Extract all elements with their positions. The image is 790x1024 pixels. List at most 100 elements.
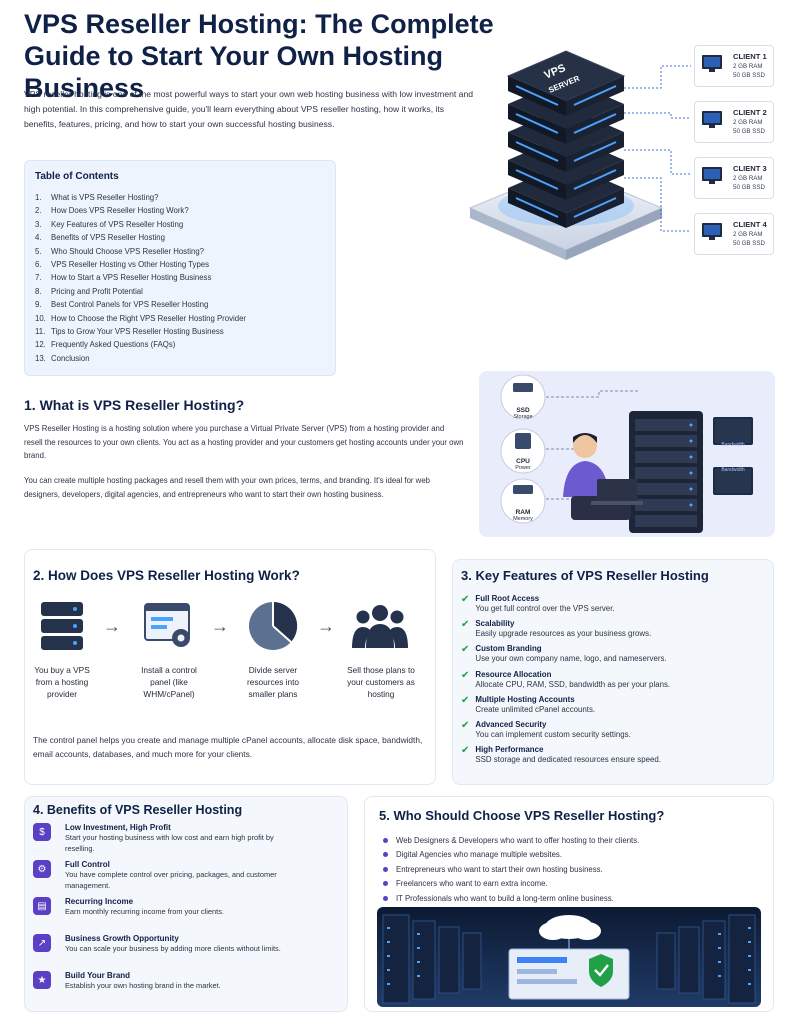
arrow-icon: → xyxy=(103,616,121,636)
ram-badge-sub: Memory xyxy=(513,516,533,522)
toc-item[interactable]: 11. Tips to Grow Your VPS Reseller Hostin… xyxy=(35,325,330,338)
client-ram: 2 GB RAM xyxy=(733,175,763,182)
toc-item-number: 11. xyxy=(35,327,46,337)
feature-title: Custom Branding xyxy=(475,644,542,654)
feature-title: Scalability xyxy=(475,619,515,629)
toc-item[interactable]: 10. How to Choose the Right VPS Reseller … xyxy=(35,312,330,325)
checkmark-icon: ✔ xyxy=(461,719,470,731)
developer-server-illustration xyxy=(500,374,753,533)
toc-item-number: 13. xyxy=(35,353,46,363)
bullet-icon xyxy=(383,881,388,887)
toc-item[interactable]: 4. Benefits of VPS Reseller Hosting xyxy=(35,231,330,244)
benefit-title: Low Investment, High Profit xyxy=(65,823,171,832)
section-4-card: 4. Benefits of VPS Reseller Hosting $Low… xyxy=(24,796,348,1012)
section-3-title: 3. Key Features of VPS Reseller Hosting xyxy=(461,568,709,583)
client-card-3: CLIENT 3 2 GB RAM 50 GB SSD xyxy=(694,157,774,199)
client-ssd: 50 GB SSD xyxy=(733,72,765,79)
toc-item-label: VPS Reseller Hosting vs Other Hosting Ty… xyxy=(51,260,210,270)
benefit-icon: ⚙ xyxy=(33,860,51,878)
toc-item-label: Benefits of VPS Reseller Hosting xyxy=(51,233,165,243)
section-1-paragraph-2: You can create multiple hosting packages… xyxy=(24,476,430,499)
toc-item[interactable]: 7.How to Start a VPS Reseller Hosting Bu… xyxy=(35,271,330,284)
client-name: CLIENT 2 xyxy=(733,108,767,117)
feature-title: Resource Allocation xyxy=(475,669,552,679)
client-ram: 2 GB RAM xyxy=(733,119,763,126)
toc-item[interactable]: 13.Conclusion xyxy=(35,352,330,365)
toc-item-label: What is VPS Reseller Hosting? xyxy=(51,193,159,202)
section-4-title: 4. Benefits of VPS Reseller Hosting xyxy=(33,803,243,817)
monitor-label-1: Bandwidth xyxy=(721,442,745,448)
audience-item: Digital Agencies who manage multiple web… xyxy=(383,848,763,863)
monitor-icon xyxy=(702,167,722,184)
feature-description: Allocate CPU, RAM, SSD, bandwidth as per… xyxy=(475,679,671,689)
feature-description: Easily upgrade resources as your busines… xyxy=(475,629,652,639)
checkmark-icon: ✔ xyxy=(461,694,470,706)
toc-item-number: 12. xyxy=(35,340,46,350)
toc-item[interactable]: 8. Pricing and Profit Potential xyxy=(35,285,330,298)
toc-item[interactable]: 5.Who Should Choose VPS Reseller Hosting… xyxy=(35,245,330,258)
toc-item-number: 10. xyxy=(35,313,46,323)
hero-illustration: VPS SERVER xyxy=(466,38,790,273)
bullet-icon xyxy=(383,895,388,901)
toc-item-label: Key Features of VPS Reseller Hosting xyxy=(51,219,184,229)
toc-item-label: Tips to Grow Your VPS Reseller Hosting B… xyxy=(51,327,224,337)
monitor-icon xyxy=(702,55,722,72)
toc-item-label: Frequently Asked Questions (FAQs) xyxy=(51,340,176,350)
section-5-title: 5. Who Should Choose VPS Reseller Hostin… xyxy=(379,808,665,823)
section-2-card: 2. How Does VPS Reseller Hosting Work? →… xyxy=(24,549,436,785)
server-stack-illustration: VPS SERVER xyxy=(468,50,691,260)
client-card-4: CLIENT 4 2 GB RAM 50 GB SSD xyxy=(694,213,774,255)
toc-item-number: 9. xyxy=(35,300,42,310)
toc-item[interactable]: 6.VPS Reseller Hosting vs Other Hosting … xyxy=(35,258,330,271)
toc-item-number: 4. xyxy=(35,233,42,243)
arrow-icon: → xyxy=(211,616,229,636)
client-card-2: CLIENT 2 2 GB RAM 50 GB SSD xyxy=(694,101,774,143)
feature-description: Use your own company name, logo, and nam… xyxy=(475,654,667,664)
benefit-description: Start your hosting business with low cos… xyxy=(65,833,274,853)
toc-item[interactable]: 12. Frequently Asked Questions (FAQs) xyxy=(35,338,330,351)
toc-item[interactable]: 9.Best Control Panels for VPS Reseller H… xyxy=(35,298,330,311)
feature-title: Advanced Security xyxy=(475,719,547,729)
toc-item-number: 8. xyxy=(35,286,42,296)
toc-item-number: 7. xyxy=(35,273,42,283)
toc-item[interactable]: 1.What is VPS Reseller Hosting? xyxy=(35,191,330,204)
section-5-card: 5. Who Should Choose VPS Reseller Hostin… xyxy=(364,796,774,1012)
toc-item-number: 2. xyxy=(35,206,42,216)
client-ssd: 50 GB SSD xyxy=(733,184,765,191)
toc-item[interactable]: 2.How Does VPS Reseller Hosting Work? xyxy=(35,204,330,217)
benefit-icon: ★ xyxy=(33,971,51,989)
step-1-label: You buy a VPS from a hosting provider xyxy=(34,665,90,699)
benefit-title: Recurring Income xyxy=(65,897,134,906)
bullet-icon xyxy=(383,837,388,843)
audience-text: Entrepreneurs who want to start their ow… xyxy=(396,864,603,874)
audience-item: Entrepreneurs who want to start their ow… xyxy=(383,862,763,877)
cpu-badge-label: CPU xyxy=(516,458,530,465)
client-name: CLIENT 3 xyxy=(733,164,767,173)
audience-item: Web Designers & Developers who want to o… xyxy=(383,833,763,848)
toc-item-label: Pricing and Profit Potential xyxy=(51,286,143,296)
toc-item[interactable]: 3.Key Features of VPS Reseller Hosting xyxy=(35,218,330,231)
ssd-badge-sub: Storage xyxy=(513,414,533,420)
section-1-illustration: SSD Storage CPU Power RAM Memory Bandwid… xyxy=(479,371,775,537)
benefit-icon: ▤ xyxy=(33,897,51,915)
audience-text: Digital Agencies who manage multiple web… xyxy=(396,850,562,860)
benefit-description: You can scale your business by adding mo… xyxy=(65,944,281,953)
audience-item: IT Professionals who want to build a lon… xyxy=(383,891,763,906)
toc-item-label: Who Should Choose VPS Reseller Hosting? xyxy=(51,246,204,256)
checkmark-icon: ✔ xyxy=(461,644,470,656)
audience-text: IT Professionals who want to build a lon… xyxy=(396,893,614,903)
server-icon xyxy=(41,602,83,650)
ssd-badge-label: SSD xyxy=(516,407,530,414)
monitor-icon xyxy=(702,111,722,128)
section-1-title: 1. What is VPS Reseller Hosting? xyxy=(24,397,245,413)
toc-item-label: How to Choose the Right VPS Reseller Hos… xyxy=(51,313,247,323)
